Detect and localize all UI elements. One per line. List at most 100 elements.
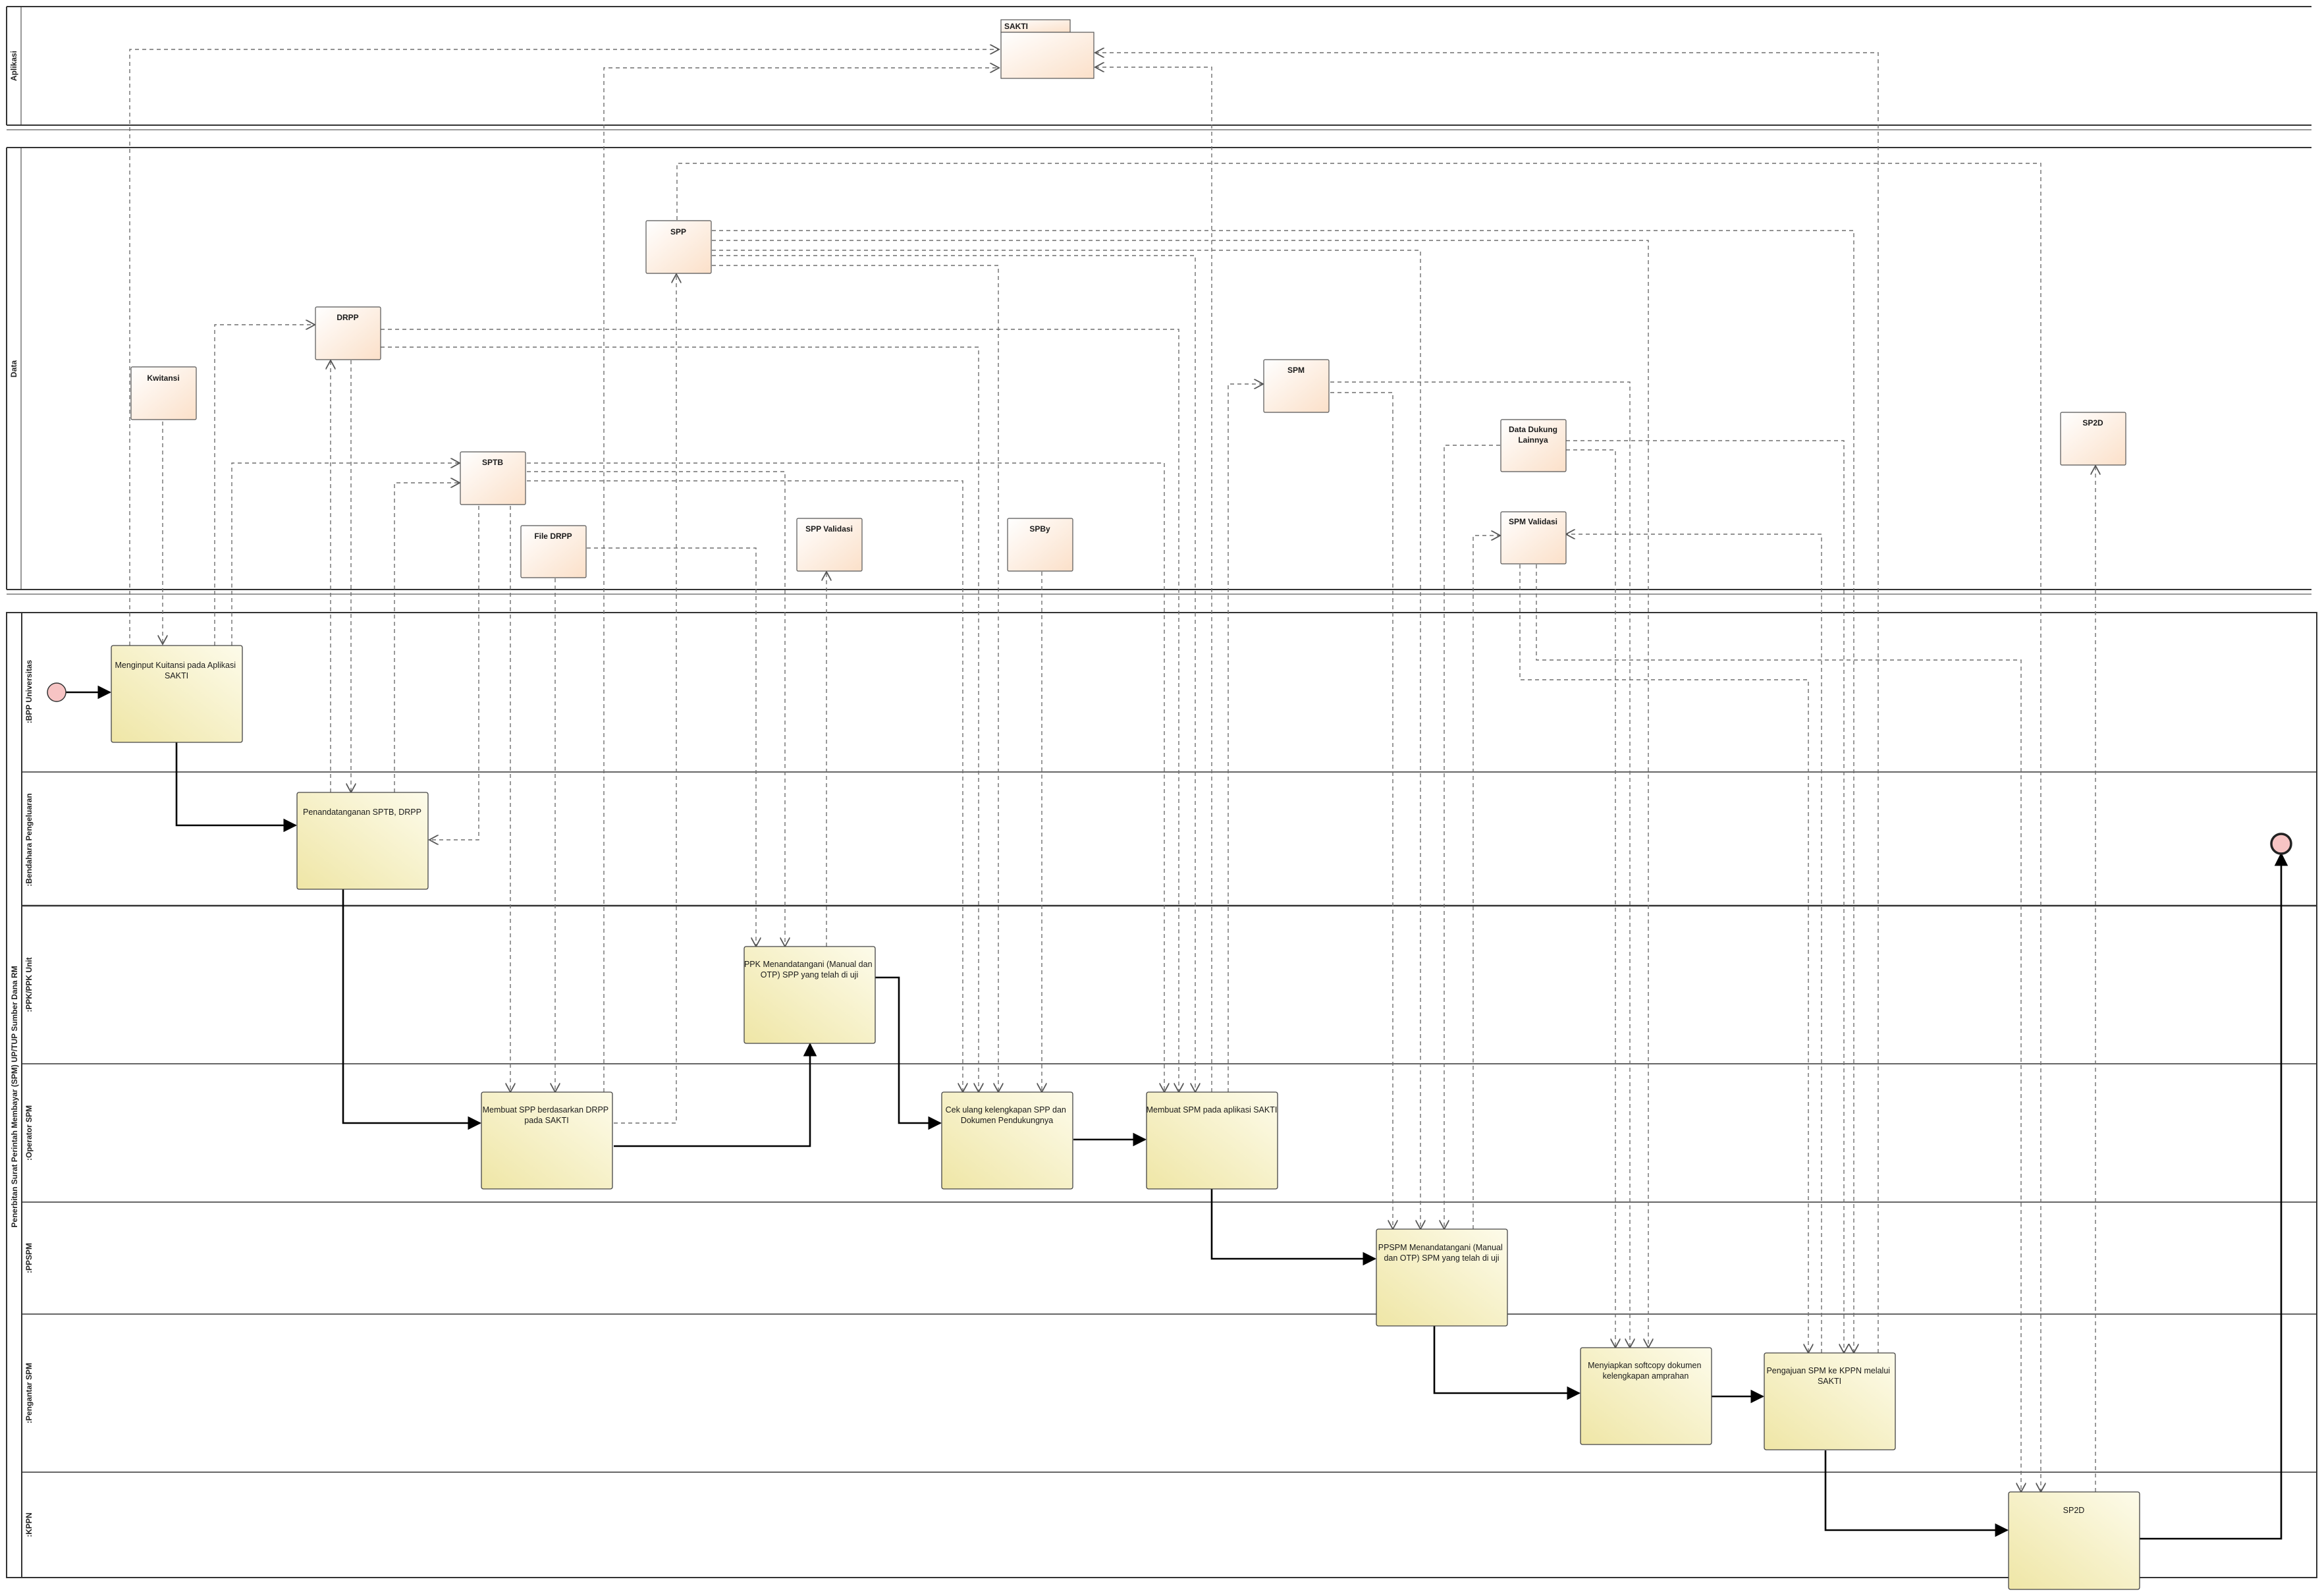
assoc-pengajuan-sakti	[1095, 53, 1879, 1353]
data-object-spm-validasi[interactable]: SPM Validasi	[1500, 511, 1567, 564]
pool-label-data: Data	[9, 360, 18, 377]
assoc-opspm-sakti	[1095, 67, 1212, 1092]
data-object-label-sptb: SPTB	[482, 458, 503, 467]
flow-opspm-ppspm	[1210, 1189, 1377, 1266]
assoc-spm-ppspm	[1330, 392, 1393, 1229]
activity-text: Penandatanganan SPTB, DRPP	[303, 808, 421, 817]
activity-cek-ulang-kelengkapan[interactable]: Cek ulang kelengkapan SPP dan Dokumen Pe…	[941, 1091, 1073, 1190]
data-object-sptb[interactable]: SPTB	[460, 451, 526, 505]
svg-text:Menyiapkan softcopy dokumen: Menyiapkan softcopy dokumen kelengkapan …	[1588, 1361, 1704, 1381]
data-object-spp[interactable]: SPP	[645, 220, 712, 274]
svg-text:PPSPM Menandatangani (Manual: PPSPM Menandatangani (Manual dan OTP) SP…	[1378, 1243, 1505, 1263]
data-object-file-drpp[interactable]: File DRPP	[520, 525, 587, 578]
assoc-spmvalidasi-kppn	[1536, 564, 2021, 1492]
activity-ppspm-menandatangani-spm[interactable]: PPSPM Menandatangani (Manual dan OTP) SP…	[1376, 1228, 1508, 1327]
activity-text: SP2D	[2063, 1506, 2085, 1515]
data-object-label-sp2d: SP2D	[2082, 418, 2103, 427]
assoc-bendahara-sptb	[394, 483, 460, 792]
pool-process: Penerbitan Surat Perintah Membayar (SPM)…	[6, 612, 2317, 1578]
assoc-drpp-cek	[381, 346, 979, 1092]
flow-bendahara-opspp	[342, 889, 482, 1130]
lane-label-pengantar: :Pengantar SPM	[24, 1363, 34, 1423]
data-object-spm[interactable]: SPM	[1263, 359, 1330, 413]
end-event	[2270, 833, 2292, 855]
activity-penandatanganan-sptb-drpp[interactable]: Penandatanganan SPTB, DRPP	[296, 792, 429, 890]
activity-pengajuan-spm-kppn[interactable]: Pengajuan SPM ke KPPN melalui SAKTI	[1764, 1352, 1896, 1450]
assoc-drpp-opspm	[381, 329, 1179, 1092]
activity-membuat-spp[interactable]: Membuat SPP berdasarkan DRPP pada SAKTI	[481, 1091, 613, 1190]
flow-kppn-end	[2140, 852, 2288, 1540]
data-object-label-data-dukung-2: Lainnya	[1518, 435, 1548, 445]
activity-text: pada SAKTI	[524, 1116, 568, 1125]
assoc-opspp-sakti	[603, 68, 999, 1092]
assoc-spp-opspm	[712, 255, 1195, 1092]
artifact-sakti[interactable]: SAKTI	[1000, 19, 1094, 79]
assoc-sptb-cek	[527, 480, 963, 1092]
assoc-pengajuan-spmvalidasi	[1566, 534, 1822, 1353]
assoc-datadukung-menyiapkan	[1566, 449, 1615, 1348]
activity-text: PPSPM Menandatangani (Manual	[1378, 1243, 1503, 1252]
lane-label-operator: :Operator SPM	[24, 1105, 34, 1161]
flow-ppspm-menyiapkan	[1433, 1326, 1581, 1400]
activity-menginput-kuitansi[interactable]: Menginput Kuitansi pada Aplikasi SAKTI	[111, 645, 243, 743]
assoc-spp-menyiapkan	[712, 240, 1648, 1348]
svg-text:Penandatanganan SPTB, DRPP: Penandatanganan SPTB, DRPP	[303, 808, 421, 817]
assoc-spp-pengajuan	[712, 230, 1854, 1353]
sequence-flows	[66, 685, 2288, 1540]
activity-text: Pengajuan SPM ke KPPN melalui	[1766, 1366, 1890, 1375]
flow-pengajuan-kppn	[1824, 1450, 2009, 1537]
activity-membuat-spm[interactable]: Membuat SPM pada aplikasi SAKTI	[1146, 1091, 1278, 1190]
assoc-opspp-spp	[614, 274, 676, 1124]
svg-text:Membuat SPP berdasarkan DRPP: Membuat SPP berdasarkan DRPP pada SAKTI	[483, 1105, 611, 1125]
lane-label-bpp: :BPP Universitas	[24, 659, 34, 723]
assoc-spmvalidasi-pengajuan	[1519, 564, 1808, 1353]
assoc-spp-cek	[712, 265, 998, 1092]
pool-data: Data	[6, 147, 2311, 595]
data-object-label-spp-validasi: SPP Validasi	[805, 524, 853, 534]
artifact-label-sakti: SAKTI	[1004, 22, 1028, 31]
lane-label-ppk: :PPK/PPK Unit	[24, 957, 34, 1012]
assoc-opspm-spm	[1228, 384, 1263, 1092]
activity-text: SAKTI	[165, 671, 188, 680]
activity-text: Membuat SPM pada aplikasi SAKTI	[1147, 1105, 1278, 1114]
activity-text: dan OTP) SPM yang telah di uji	[1384, 1253, 1499, 1263]
activity-sp2d[interactable]: SP2D	[2008, 1491, 2140, 1590]
start-event	[47, 682, 67, 702]
assoc-sptb-opspm	[527, 462, 1164, 1092]
assoc-sptb-bendahara	[429, 506, 479, 840]
svg-text:Cek ulang kelengkapan SPP dan: Cek ulang kelengkapan SPP dan Dokumen Pe…	[946, 1105, 1069, 1125]
assoc-bpp-drpp	[214, 325, 315, 646]
flow-opspp-ppk	[614, 1042, 817, 1147]
svg-text:Membuat SPM pada aplikasi SAKT: Membuat SPM pada aplikasi SAKTI	[1147, 1105, 1278, 1114]
svg-text:Menginput Kuitansi pada Aplika: Menginput Kuitansi pada Aplikasi SAKTI	[115, 661, 238, 680]
activity-text: PPK Menandatangani (Manual dan	[744, 960, 873, 969]
activity-menyiapkan-softcopy[interactable]: Menyiapkan softcopy dokumen kelengkapan …	[1580, 1347, 1712, 1445]
assoc-bpp-sakti	[129, 49, 999, 646]
data-object-label-spby: SPBy	[1029, 524, 1050, 534]
data-object-data-dukung[interactable]: Data Dukung Lainnya	[1500, 419, 1567, 472]
data-object-label-kwitansi: Kwitansi	[147, 373, 179, 383]
activity-text: OTP) SPP yang telah di uji	[761, 970, 858, 979]
activity-ppk-menandatangani-spp[interactable]: PPK Menandatangani (Manual dan OTP) SPP …	[743, 946, 876, 1044]
activity-text: Menyiapkan softcopy dokumen	[1588, 1361, 1701, 1370]
data-object-label-data-dukung-1: Data Dukung	[1509, 425, 1557, 434]
data-object-label-spp: SPP	[670, 227, 686, 236]
assoc-ppspm-spmvalidasi	[1473, 536, 1500, 1229]
activity-text: SAKTI	[1818, 1377, 1841, 1386]
data-object-drpp[interactable]: DRPP	[315, 306, 381, 360]
data-object-spp-validasi[interactable]: SPP Validasi	[796, 518, 863, 572]
flow-ppk-cek	[875, 976, 942, 1130]
assoc-spp-kppn	[676, 163, 2041, 1492]
assoc-spm-menyiapkan	[1330, 381, 1630, 1348]
lane-label-ppspm: :PPSPM	[24, 1243, 34, 1273]
data-associations	[129, 49, 2095, 1492]
data-object-kwitansi[interactable]: Kwitansi	[130, 366, 197, 420]
activity-text: kelengkapan amprahan	[1603, 1371, 1689, 1381]
activity-text: Menginput Kuitansi pada Aplikasi	[115, 661, 236, 670]
data-object-spby[interactable]: SPBy	[1007, 518, 1073, 572]
assoc-filedrpp-ppk	[587, 547, 756, 947]
pool-label-process: Penerbitan Surat Perintah Membayar (SPM)…	[10, 966, 19, 1227]
data-object-sp2d[interactable]: SP2D	[2060, 412, 2126, 466]
data-object-label-spm-validasi: SPM Validasi	[1509, 517, 1557, 526]
